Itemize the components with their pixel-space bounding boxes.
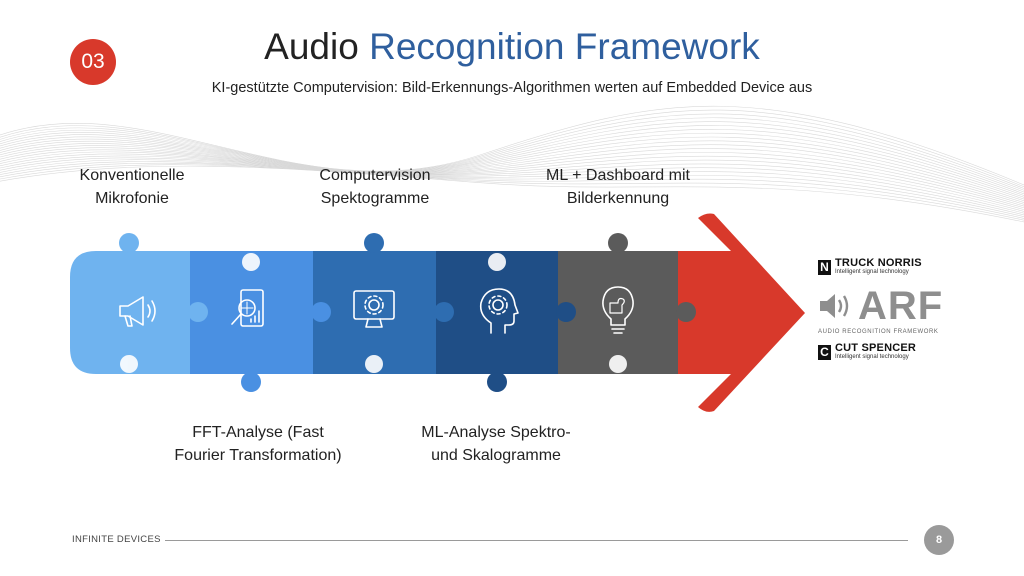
wave-line [0, 125, 1024, 195]
wave-line [0, 149, 1024, 207]
report-analysis-icon [231, 289, 264, 327]
wave-background [0, 105, 1024, 223]
puzzle-notch [609, 355, 627, 373]
label-step-2: FFT-Analyse (Fast Fourier Transformation… [174, 424, 342, 464]
puzzle-knob [612, 243, 624, 252]
puzzle-knob [491, 373, 503, 382]
puzzle-notch [242, 253, 260, 271]
puzzle-notch [488, 253, 506, 271]
lightbulb-puzzle-icon [602, 286, 634, 334]
arf-wordmark: ARF [858, 284, 944, 328]
section-number-badge: 03 [70, 39, 116, 85]
wave-line [0, 105, 1024, 186]
wave-line [0, 153, 1024, 210]
puzzle-notch [120, 355, 138, 373]
brand-logos: N TRUCK NORRIS Intelligent signal techno… [818, 258, 958, 361]
page-subtitle: KI-gestützte Computervision: Bild-Erkenn… [211, 80, 813, 96]
label-step-1: Konventionelle Mikrofonie [79, 167, 185, 207]
cut-spencer-name: CUT SPENCER [835, 342, 917, 354]
speaker-icon [820, 294, 849, 318]
truck-norris-mark: N [818, 259, 831, 275]
puzzle-tab [556, 302, 576, 322]
wave-line [0, 117, 1024, 191]
footer-divider [165, 540, 908, 541]
title-part-1: Audio [264, 26, 359, 67]
puzzle-knob [123, 243, 135, 252]
label-step-4: ML-Analyse Spektro- und Skalogramme [421, 424, 571, 464]
puzzle-knob [245, 373, 257, 382]
label-step-3: Computervision Spektogramme [319, 167, 431, 207]
monitor-gear-icon [353, 290, 395, 328]
puzzle-tab [311, 302, 331, 322]
puzzle-piece-3 [313, 251, 436, 374]
cut-spencer-tagline: Intelligent signal technology [835, 354, 909, 360]
puzzle-knob [368, 243, 380, 252]
cut-spencer-mark: C [818, 344, 831, 360]
megaphone-icon [119, 296, 156, 327]
puzzle-piece-4 [436, 251, 558, 374]
wave-line [0, 159, 1024, 216]
wave-line [0, 151, 1024, 209]
wave-line [0, 157, 1024, 214]
wave-line [0, 136, 1024, 200]
truck-norris-logo: N TRUCK NORRIS Intelligent signal techno… [818, 258, 958, 276]
arrow-head [678, 213, 805, 412]
wave-line [0, 147, 1024, 205]
cut-spencer-logo: C CUT SPENCER Intelligent signal technol… [818, 343, 958, 361]
puzzle-piece-1 [70, 251, 190, 374]
footer-company: INFINITE DEVICES [72, 534, 161, 545]
wave-line [0, 164, 1024, 221]
page-title: Audio Recognition Framework [0, 26, 1024, 68]
wave-line [0, 121, 1024, 193]
wave-line [0, 113, 1024, 189]
wave-line [0, 132, 1024, 198]
puzzle-tab [188, 302, 208, 322]
wave-line [0, 155, 1024, 212]
head-gear-icon [479, 288, 519, 334]
wave-line [0, 144, 1024, 203]
puzzle-notch [365, 355, 383, 373]
arf-tagline: AUDIO RECOGNITION FRAMEWORK [818, 329, 939, 335]
page-number-badge: 8 [924, 525, 954, 555]
puzzle-tab [676, 302, 696, 322]
wave-line [0, 161, 1024, 217]
label-step-5: ML + Dashboard mit Bilderkennung [546, 167, 690, 207]
wave-line [0, 129, 1024, 196]
wave-line [0, 162, 1024, 219]
truck-norris-name: TRUCK NORRIS [835, 257, 922, 269]
wave-line [0, 165, 1024, 223]
arf-logo: ARF [818, 284, 958, 328]
truck-norris-tagline: Intelligent signal technology [835, 269, 909, 275]
wave-line [0, 109, 1024, 188]
title-part-2: Recognition Framework [369, 26, 760, 67]
wave-line [0, 140, 1024, 202]
puzzle-tab [434, 302, 454, 322]
puzzle-piece-2 [190, 251, 313, 374]
